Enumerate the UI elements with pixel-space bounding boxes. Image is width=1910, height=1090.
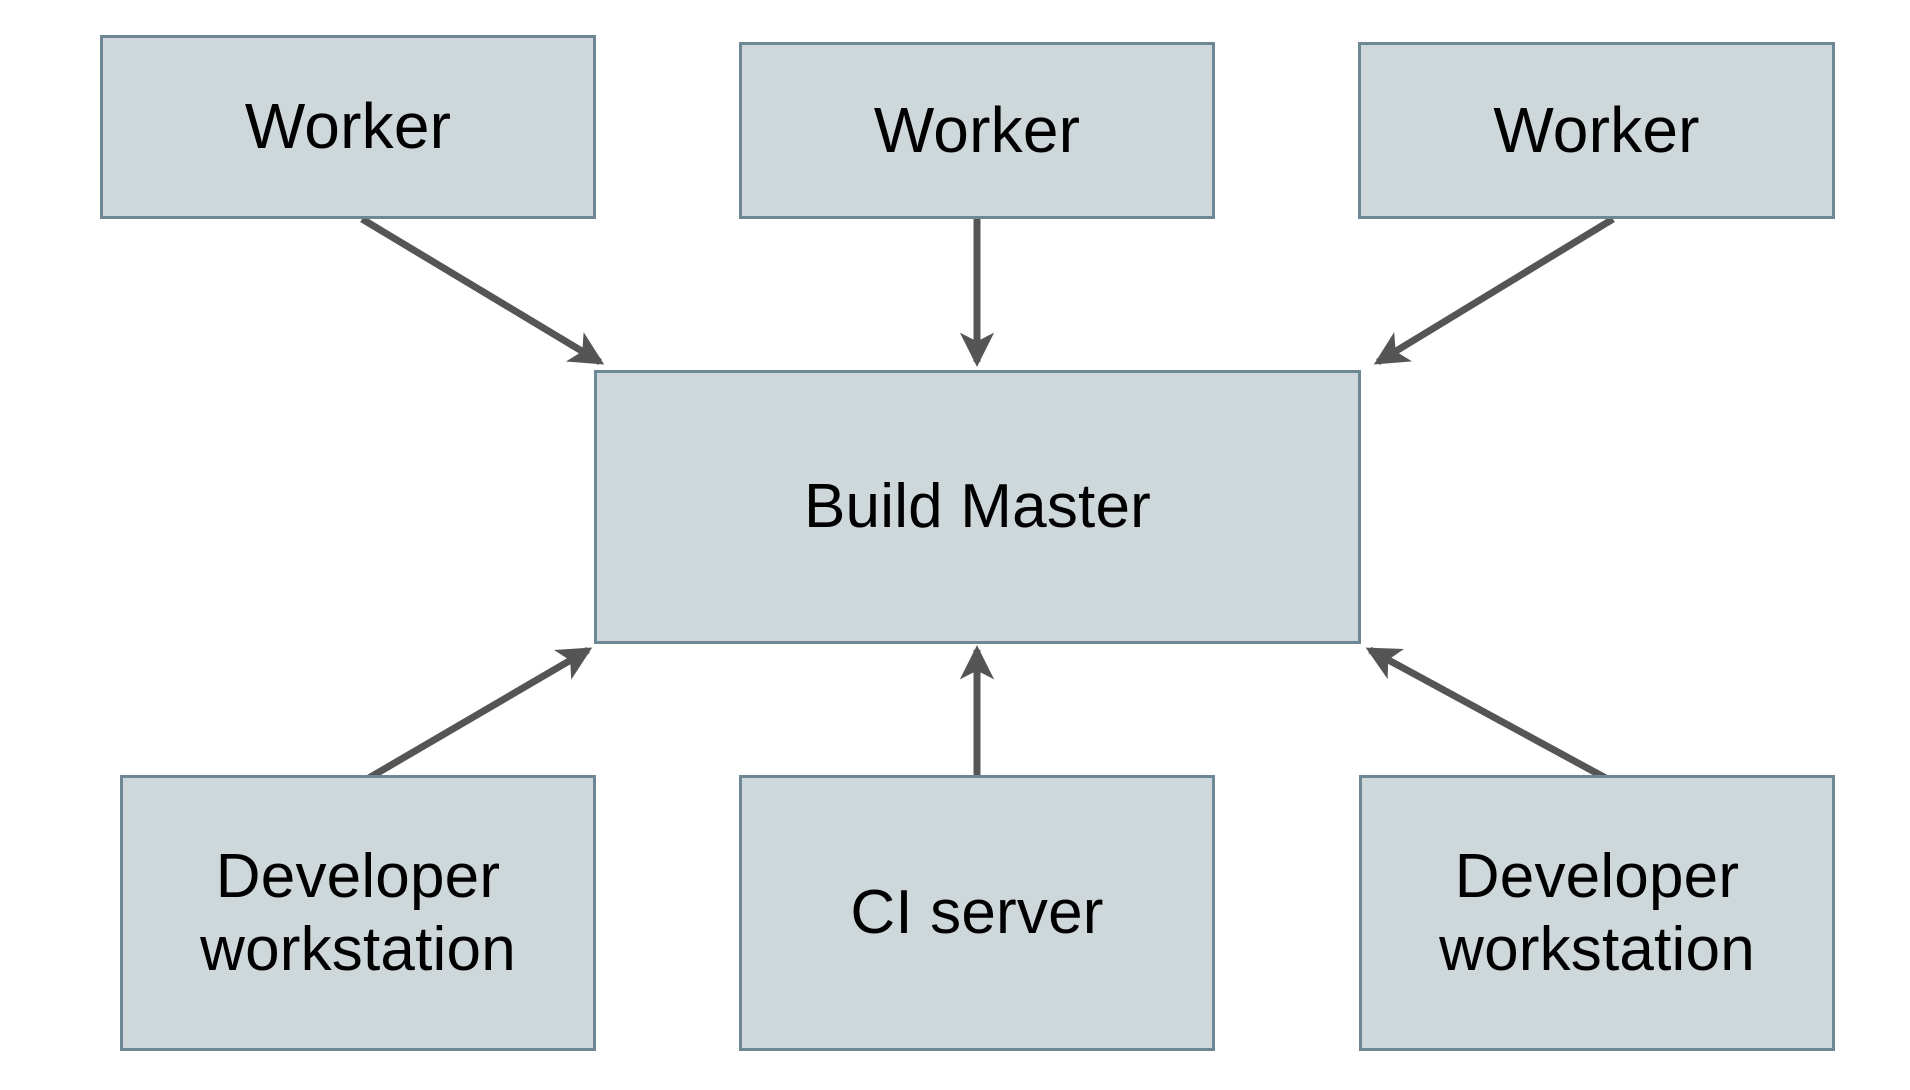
edge-dev-right-to-build-master	[1365, 646, 1615, 786]
node-ci-server[interactable]: CI server	[739, 775, 1215, 1051]
node-worker-1[interactable]: Worker	[100, 35, 596, 219]
node-worker-3-label: Worker	[1493, 93, 1700, 166]
node-worker-1-label: Worker	[244, 90, 452, 163]
edge-dev-left-to-build-master	[360, 646, 593, 786]
node-developer-workstation-right[interactable]: Developer workstation	[1359, 775, 1835, 1051]
node-developer-workstation-left-label: Developer workstation	[200, 841, 516, 984]
node-build-master[interactable]: Build Master	[594, 370, 1361, 644]
node-worker-2[interactable]: Worker	[739, 42, 1215, 219]
edge-worker-1-to-build-master	[360, 215, 605, 366]
node-worker-2-label: Worker	[873, 93, 1081, 166]
edge-worker-3-to-build-master	[1373, 216, 1615, 365]
node-developer-workstation-right-label: Developer workstation	[1439, 841, 1755, 984]
node-build-master-label: Build Master	[804, 472, 1151, 542]
node-ci-server-label: CI server	[850, 878, 1104, 948]
node-worker-3[interactable]: Worker	[1358, 42, 1835, 219]
node-developer-workstation-left[interactable]: Developer workstation	[120, 775, 596, 1051]
